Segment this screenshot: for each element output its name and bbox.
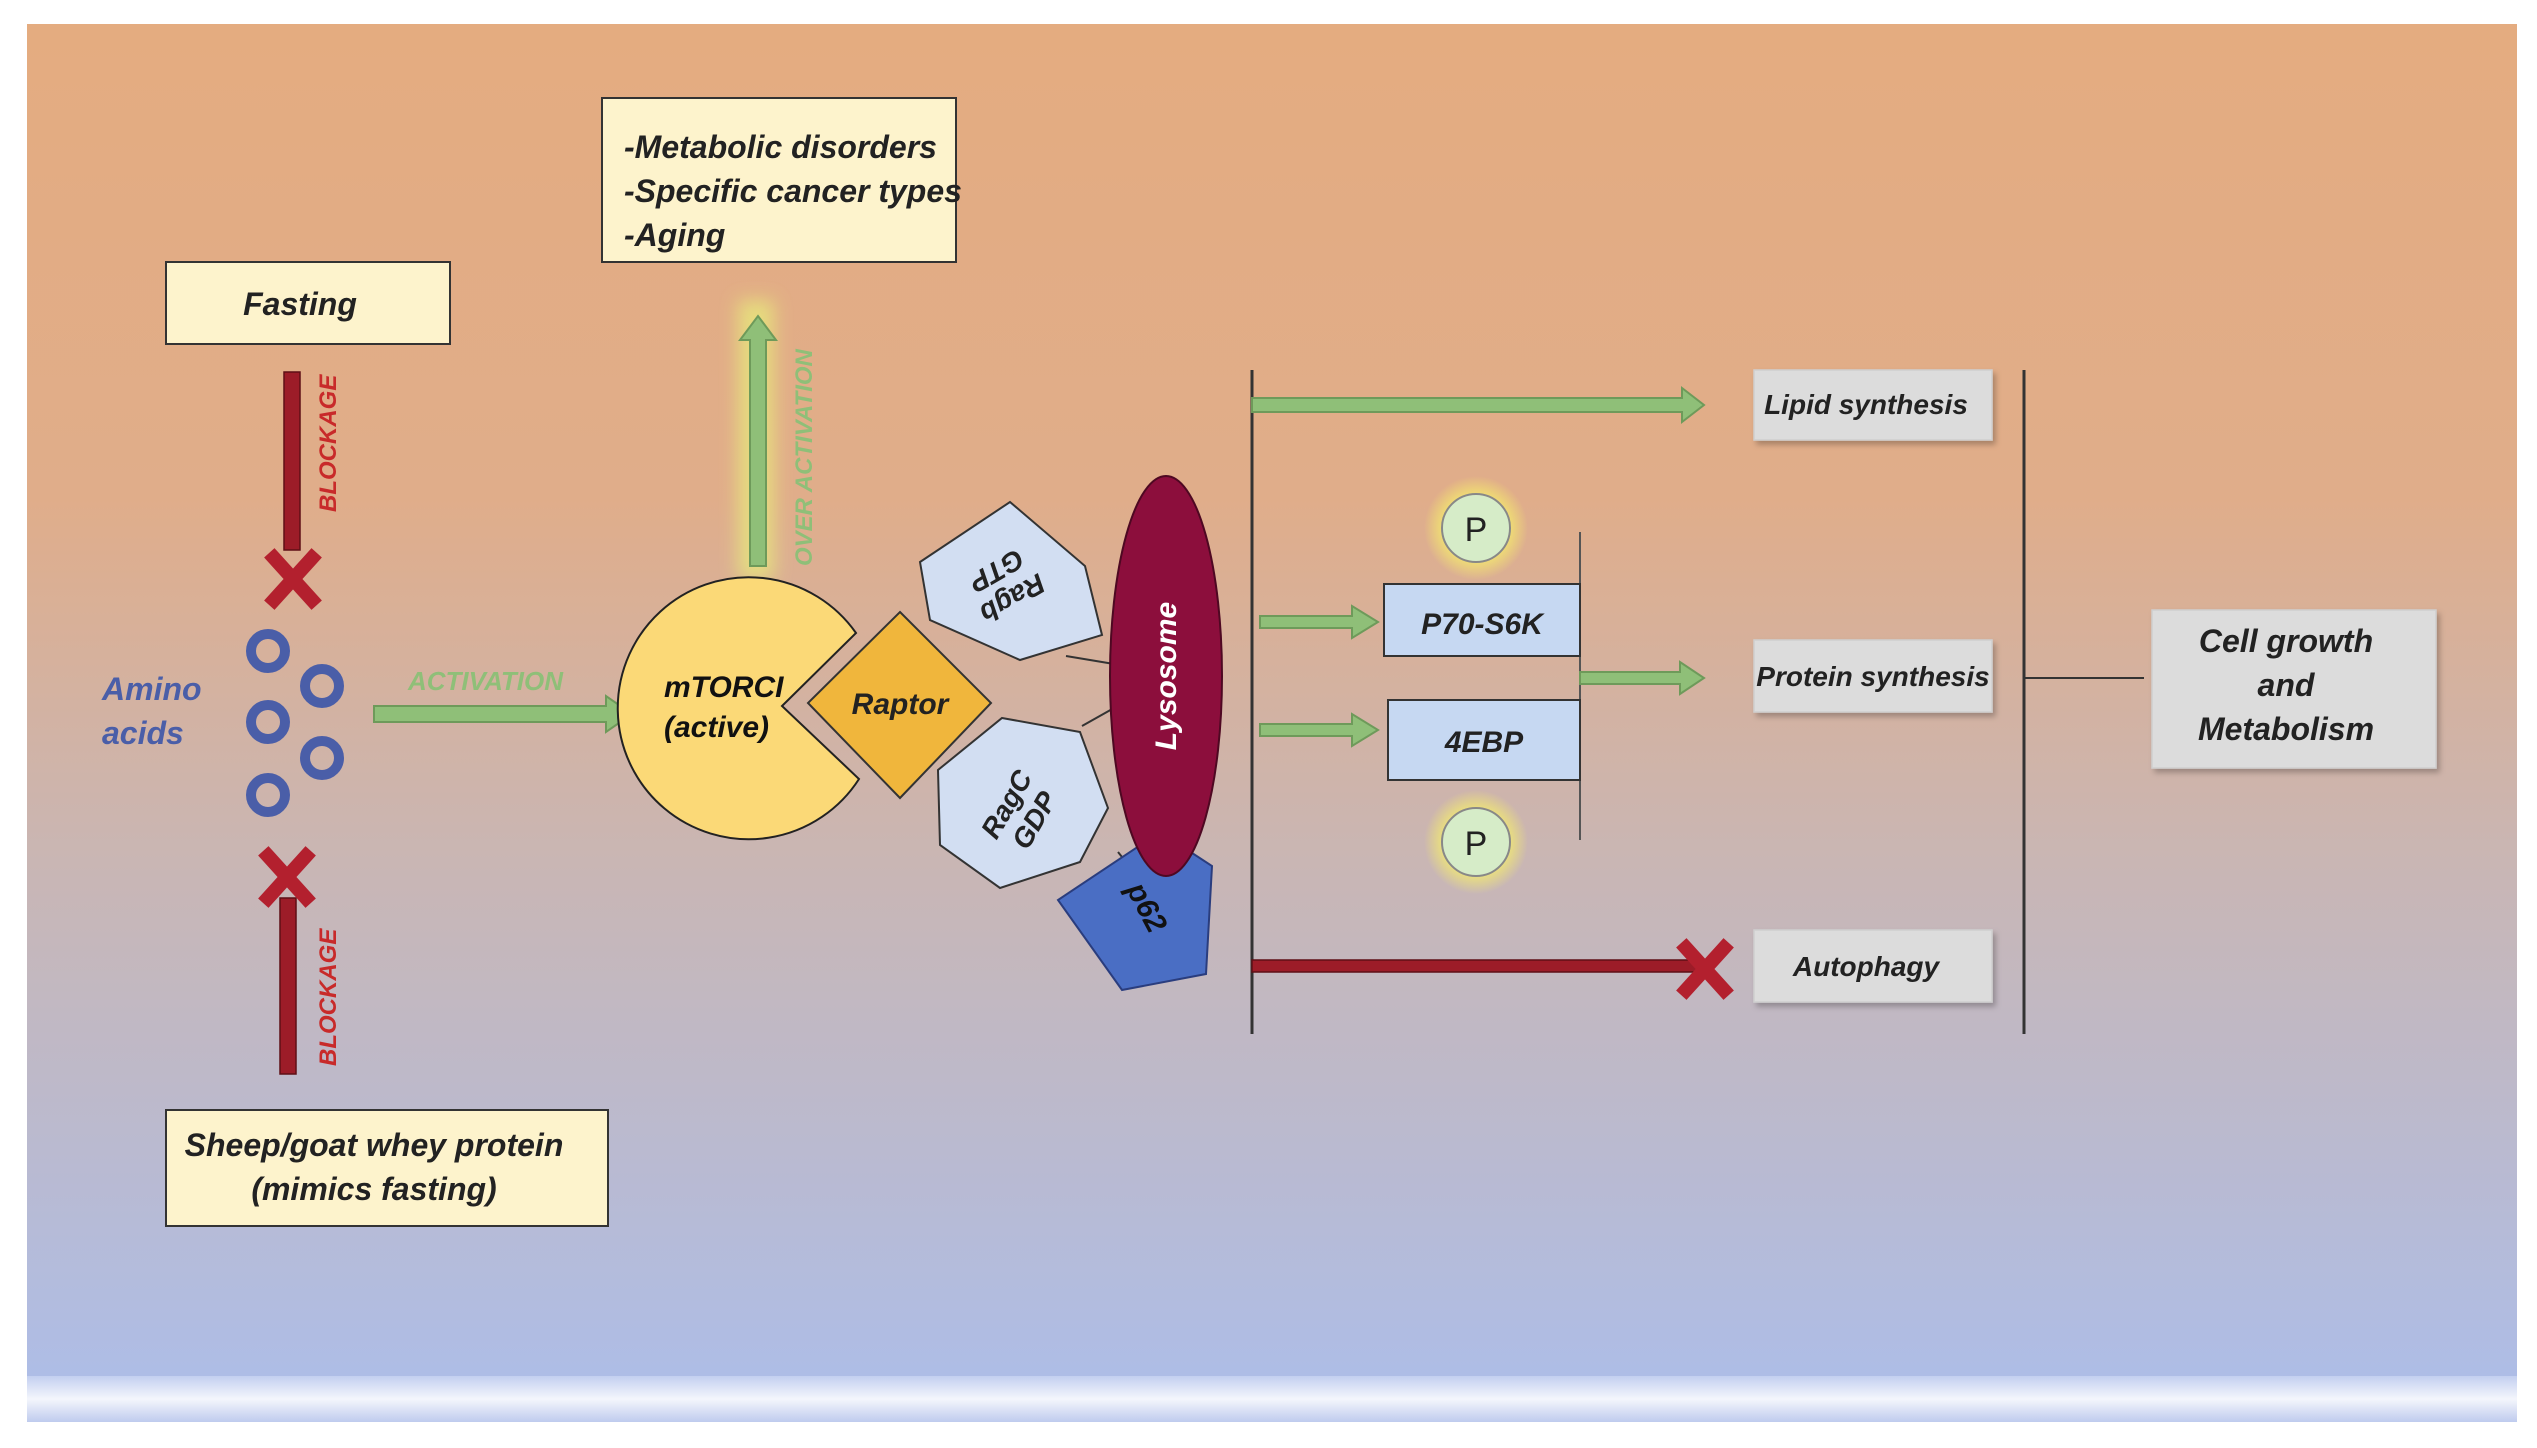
mtorc1-label-line2: (active) (664, 711, 769, 744)
mtorc1-complex: mTORCI (active) Raptor Ragb GTP RagC GDP… (616, 475, 1223, 992)
ragb-shape (918, 500, 1104, 662)
disease-item-3: -Aging (624, 217, 725, 253)
ragc-shape (936, 716, 1110, 890)
lipid-synthesis-box: Lipid synthesis (1753, 369, 1993, 441)
block-x-icon (258, 846, 316, 908)
amino-acid-ring (300, 736, 344, 780)
raptor-label: Raptor (852, 688, 951, 721)
lipid-arrow (1251, 385, 1706, 425)
whey-label-line2: (mimics fasting) (251, 1171, 496, 1207)
block-x-icon (1676, 938, 1734, 1000)
amino-acid-ring (300, 664, 344, 708)
autophagy-inhibition-arrow (1251, 938, 1734, 1000)
cell-growth-line1: Cell growth (2199, 623, 2373, 659)
amino-acid-ring (246, 773, 290, 817)
footer-band (27, 1376, 2517, 1422)
4ebp-box: 4EBP (1387, 699, 1581, 781)
protein-synthesis-label: Protein synthesis (1756, 661, 1989, 692)
mtorc1-label-line1: mTORCI (664, 671, 784, 704)
phosphate-top-label: P (1465, 511, 1488, 549)
disease-item-2: -Specific cancer types (624, 173, 962, 209)
raptor-shape (806, 610, 993, 800)
blockage-label-bottom: BLOCKAGE (315, 928, 342, 1066)
fasting-label: Fasting (243, 286, 357, 322)
4ebp-label: 4EBP (1444, 726, 1524, 759)
amino-acids-label-line2: acids (102, 715, 184, 751)
p70-arrow (1259, 604, 1380, 640)
mtorc1-shape (616, 576, 861, 841)
over-activation-arrow: OVER ACTIVATION (738, 300, 818, 580)
amino-acid-ring (246, 700, 290, 744)
disease-item-1: -Metabolic disorders (624, 129, 937, 165)
block-x-icon (264, 548, 322, 610)
over-activation-label: OVER ACTIVATION (791, 348, 818, 566)
autophagy-box: Autophagy (1753, 929, 1993, 1003)
p70-s6k-box: P70-S6K (1383, 583, 1581, 657)
amino-acid-rings (246, 629, 344, 817)
cell-growth-box: Cell growth and Metabolism (2151, 609, 2437, 769)
whey-protein-box: Sheep/goat whey protein (mimics fasting) (165, 1109, 609, 1227)
ebp-arrow (1259, 712, 1380, 748)
lysosome-shape (1109, 475, 1223, 877)
amino-acid-ring (246, 629, 290, 673)
whey-label-line1: Sheep/goat whey protein (185, 1127, 564, 1163)
activation-arrow: ACTIVATION (373, 666, 634, 734)
diseases-box: -Metabolic disorders -Specific cancer ty… (601, 97, 962, 263)
activation-label: ACTIVATION (407, 666, 564, 696)
autophagy-label: Autophagy (1792, 951, 1941, 982)
phosphate-top: P (1424, 476, 1528, 580)
phosphate-bottom-label: P (1465, 825, 1488, 863)
phosphate-bottom: P (1424, 790, 1528, 894)
protein-arrow (1579, 660, 1706, 696)
fasting-box: Fasting (165, 261, 451, 345)
lysosome-label: Lysosome (1150, 602, 1183, 750)
amino-acids-label-line1: Amino (101, 671, 202, 707)
top-blockage-arrow: BLOCKAGE (264, 371, 342, 610)
bottom-blockage-arrow: BLOCKAGE (258, 846, 342, 1075)
blockage-label-top: BLOCKAGE (315, 374, 342, 512)
lipid-synthesis-label: Lipid synthesis (1764, 389, 1968, 420)
protein-synthesis-box: Protein synthesis (1753, 639, 1993, 713)
p70-s6k-label: P70-S6K (1421, 608, 1545, 641)
cell-growth-line2: and (2258, 667, 2316, 703)
cell-growth-line3: Metabolism (2198, 711, 2374, 747)
